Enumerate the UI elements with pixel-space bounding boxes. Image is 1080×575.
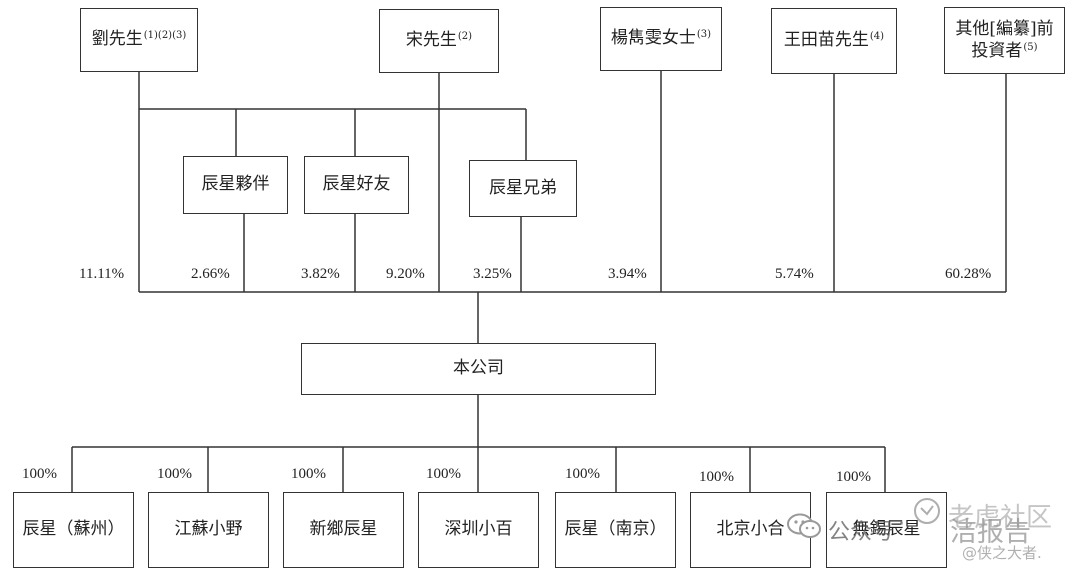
- subsidiary-pct: 100%: [426, 466, 461, 482]
- shareholder-wang-name: 王田苗先生: [783, 30, 869, 51]
- shareholder-yang-box: 楊雋雯女士(3): [600, 7, 722, 71]
- subsidiary-name: 新鄉辰星: [309, 519, 378, 540]
- subsidiary-name: 江蘇小野: [174, 519, 243, 540]
- pct-brothers: 3.25%: [473, 266, 512, 282]
- subsidiary-box: 辰星（蘇州）: [13, 492, 134, 568]
- subsidiary-box: 辰星（南京）: [555, 492, 676, 568]
- entity-friends-box: 辰星好友: [304, 156, 409, 214]
- shareholder-wang-box: 王田苗先生(4): [771, 8, 897, 74]
- entity-brothers-box: 辰星兄弟: [469, 160, 577, 217]
- subsidiary-name: 辰星（南京）: [564, 519, 667, 540]
- subsidiary-pct: 100%: [22, 466, 57, 482]
- tiger-logo-icon: [912, 496, 942, 526]
- subsidiary-name: 深圳小百: [444, 519, 513, 540]
- shareholder-others-note: (5): [1023, 41, 1038, 53]
- subsidiary-name: 北京小合: [716, 519, 785, 540]
- subsidiary-box: 深圳小百: [418, 492, 539, 568]
- shareholder-others-line1: 其他[編纂]前: [955, 19, 1054, 40]
- subsidiary-name: 無錫辰星: [852, 519, 921, 540]
- shareholder-others-line2: 投資者: [971, 40, 1023, 61]
- shareholder-others-box: 其他[編纂]前 投資者(5): [944, 7, 1065, 74]
- shareholder-song-note: (2): [457, 31, 473, 43]
- subsidiary-pct: 100%: [157, 466, 192, 482]
- shareholder-liu-note: (1)(2)(3): [143, 30, 187, 42]
- pct-friends: 3.82%: [301, 266, 340, 282]
- pct-song: 9.20%: [386, 266, 425, 282]
- watermark-wechat: 公众号: [828, 520, 895, 545]
- shareholder-song-box: 宋先生(2): [379, 9, 499, 73]
- subsidiary-pct: 100%: [565, 466, 600, 482]
- shareholder-song-name: 宋先生: [405, 30, 457, 51]
- entity-partners-name: 辰星夥伴: [201, 174, 270, 195]
- pct-wang: 5.74%: [775, 266, 814, 282]
- watermark-community: 老虎社区: [948, 503, 1053, 533]
- shareholder-yang-note: (3): [696, 29, 712, 41]
- pct-others: 60.28%: [945, 266, 992, 282]
- pct-partners: 2.66%: [191, 266, 230, 282]
- subsidiary-pct: 100%: [836, 469, 871, 485]
- subsidiary-pct: 100%: [699, 469, 734, 485]
- watermark-dot: ·: [898, 512, 905, 537]
- entity-brothers-name: 辰星兄弟: [489, 177, 557, 198]
- shareholder-wang-note: (4): [869, 31, 885, 43]
- pct-liu: 11.11%: [79, 266, 125, 282]
- company-name: 本公司: [453, 358, 504, 379]
- company-box: 本公司: [301, 343, 656, 395]
- entity-partners-box: 辰星夥伴: [183, 156, 288, 214]
- subsidiary-box: 無錫辰星: [826, 492, 947, 568]
- pct-yang: 3.94%: [608, 266, 647, 282]
- subsidiary-pct: 100%: [291, 466, 326, 482]
- shareholder-liu-box: 劉先生(1)(2)(3): [80, 8, 198, 72]
- shareholder-liu-name: 劉先生: [91, 29, 143, 50]
- entity-friends-name: 辰星好友: [322, 174, 391, 195]
- watermark-handle: @侠之大者.: [962, 544, 1042, 562]
- watermark-brand: 洁报告: [950, 517, 1031, 548]
- subsidiary-name: 辰星（蘇州）: [22, 519, 125, 540]
- wechat-icon: [786, 512, 822, 540]
- subsidiary-box: 江蘇小野: [148, 492, 269, 568]
- shareholder-yang-name: 楊雋雯女士: [610, 28, 696, 49]
- subsidiary-box: 新鄉辰星: [283, 492, 404, 568]
